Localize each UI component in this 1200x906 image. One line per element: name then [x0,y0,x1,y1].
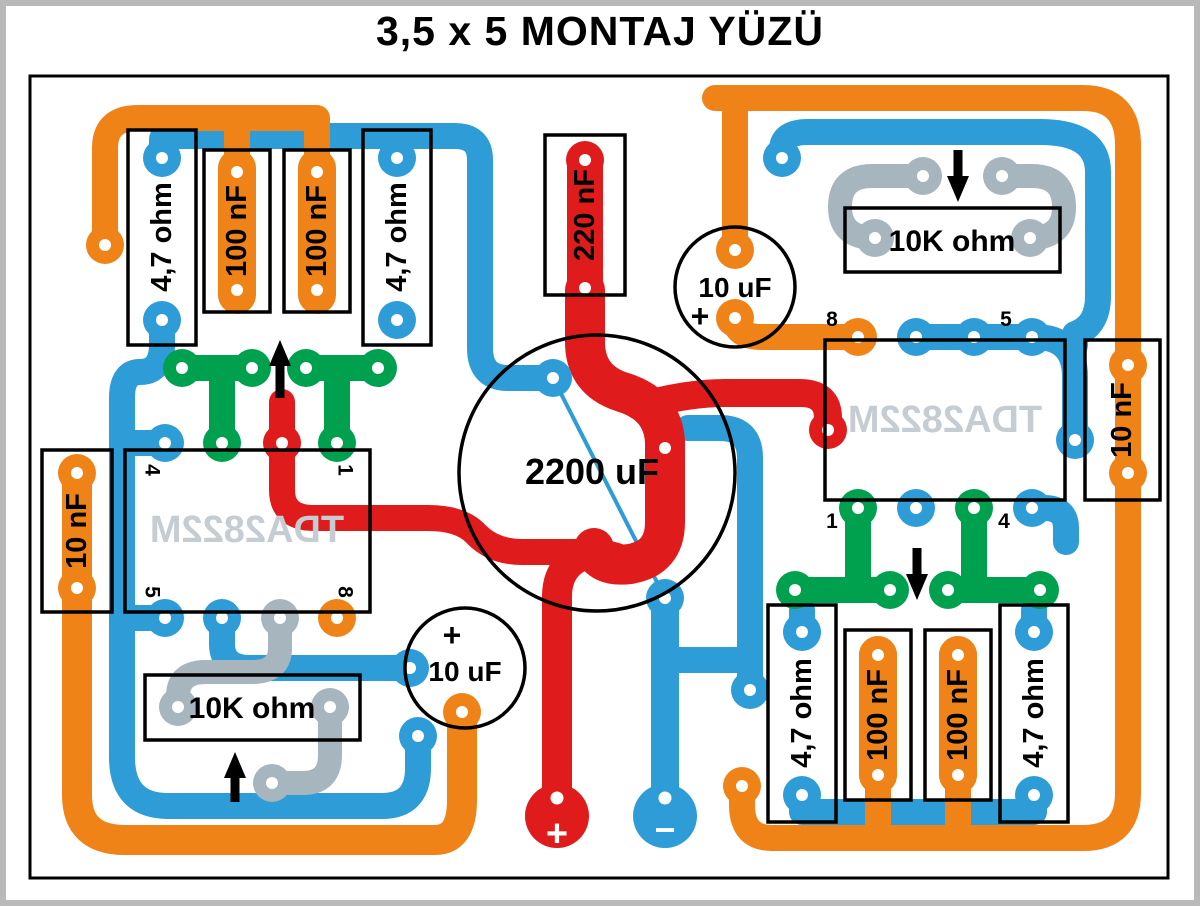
capacitor-right-1 [843,628,913,802]
capacitor-left-2 [282,148,352,314]
arrow-up-top-left [269,340,291,398]
arrow-down-top-right [947,150,969,202]
capacitor-10uf-bottom [403,606,527,730]
ic-right-pins: 8 5 1 4 [826,308,1012,533]
pin-label-5: 5 [141,586,164,598]
ic-right-body [823,338,1067,502]
label-r-left-2: 4,7 ohm [381,182,413,292]
label-r-right-1: 4,7 ohm [786,658,818,768]
capacitor-10nf-left [40,448,114,614]
orientation-arrows [224,150,969,802]
label-10uf-top: 10 uF [698,272,771,303]
arrow-up-bottom-left [224,752,246,802]
polarity-mark-bottom: + [443,617,462,653]
pin-label-8: 8 [334,586,357,598]
positive-terminal-mark: + [546,813,568,855]
pad-holes [71,152,1134,805]
component-outlines [40,128,1162,824]
power-terminal-positive [525,784,589,848]
capacitor-220nf [543,133,627,297]
label-c-left-1: 100 nF [221,185,253,277]
label-10uf-bottom: 10 uF [428,656,501,687]
ic-left-pins: 4 1 5 8 [141,464,357,598]
capacitor-10nf-right [1083,338,1162,502]
power-terminal-negative [633,784,697,848]
resistor-10k-right [843,206,1062,274]
arrow-down-mid-right [906,548,928,600]
resistor-right-2 [998,603,1070,824]
ic-left-label: TDA2822M [150,509,344,551]
negative-terminal-mark: − [654,809,675,850]
page-title: 3,5 x 5 MONTAJ YÜZÜ [375,8,825,54]
pcb-outline [28,74,1170,880]
label-c-right-2: 100 nF [942,669,974,761]
component-labels: 4,7 ohm 100 nF 100 nF 4,7 ohm 220 nF 10 … [61,169,1138,768]
resistor-left-1 [126,128,198,347]
label-r-right-2: 4,7 ohm [1018,658,1050,768]
resistor-left-2 [361,128,433,347]
capacitor-10uf-top [673,225,797,349]
ic-left-body [123,448,372,614]
pin-label-1: 1 [334,464,357,476]
label-r-left-1: 4,7 ohm [146,182,178,292]
label-10k-left: 10K ohm [189,692,316,725]
pin-label-4: 4 [998,510,1010,533]
label-220nf: 220 nF [569,169,601,261]
label-10nf-right: 10 nF [1106,382,1138,458]
svg-text:TDA2822M: TDA2822M [150,509,344,551]
resistor-10k-left [143,673,362,742]
pin-label-8: 8 [826,308,838,331]
polarity-mark-top: + [691,298,710,334]
pin-label-1: 1 [826,510,838,533]
label-2200uf: 2200 uF [525,451,659,492]
pin-label-5: 5 [1000,308,1012,331]
capacitor-2200uf [457,333,737,613]
svg-text:TDA2822M: TDA2822M [848,399,1042,441]
label-c-left-2: 100 nF [301,185,333,277]
label-10nf-left: 10 nF [61,493,93,569]
capacitor-right-2 [923,628,993,802]
capacitor-left-1 [202,148,272,314]
resistor-right-1 [766,603,838,824]
ic-right-label: TDA2822M [848,399,1042,441]
label-c-right-1: 100 nF [862,669,894,761]
pin-label-4: 4 [141,464,164,476]
label-10k-right: 10K ohm [889,225,1016,258]
